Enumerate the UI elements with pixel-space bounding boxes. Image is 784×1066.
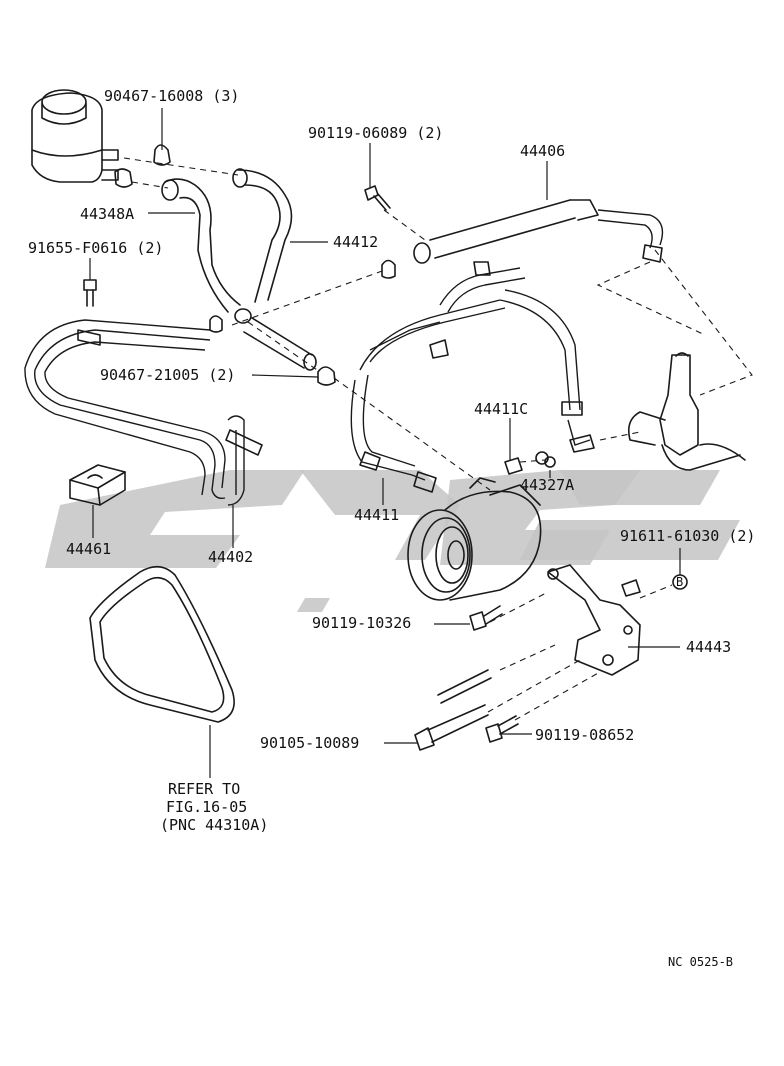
bolt-90119-08652 [485,715,519,743]
label-91655-F0616: 91655-F0616 (2) [28,239,163,257]
label-44348A: 44348A [80,205,134,223]
reference-marker-b: B [676,575,683,589]
pad-44461 [69,464,126,506]
label-90467-21005: 90467-21005 (2) [100,366,235,384]
union-44411C [504,457,523,475]
bolt-90119-06089 [364,185,391,211]
hose-short-lower [243,317,317,371]
drive-belt [89,565,235,723]
steering-gear-housing [627,352,746,471]
reference-marker-circle [672,574,688,590]
hose-clamp-90467-16008 [114,144,171,188]
refer-note-line3: (PNC 44310A) [160,816,268,834]
gasket-44327A [535,451,556,468]
refer-note-line2: FIG.16-05 [166,798,247,816]
label-90105-10089: 90105-10089 [260,734,359,752]
label-44327A: 44327A [520,476,574,494]
bolt-91655-F0616 [83,279,97,307]
power-steering-pump [407,477,542,601]
refer-note-line1: REFER TO [168,780,240,798]
label-44412: 44412 [333,233,378,251]
bolt-90119-10326 [469,605,503,631]
watermark-logo [45,470,740,612]
pump-bracket-44443 [547,564,641,676]
label-44411C: 44411C [474,400,528,418]
label-44402: 44402 [208,548,253,566]
label-91611-61030: 91611-61030 (2) [620,527,755,545]
reservoir-tank [31,89,119,183]
label-90119-08652: 90119-08652 [535,726,634,744]
label-90119-10326: 90119-10326 [312,614,411,632]
label-90467-16008: 90467-16008 (3) [104,87,239,105]
hose-44412 [232,168,293,324]
pressure-hose-44406 [413,199,664,264]
figure-code: NC 0525-B [668,955,733,969]
hose-44348A [161,178,241,313]
label-44461: 44461 [66,540,111,558]
label-44406: 44406 [520,142,565,160]
stud-bolt [437,669,492,704]
label-90119-06089: 90119-06089 (2) [308,124,443,142]
leader-lines [89,108,681,778]
label-44411: 44411 [354,506,399,524]
alignment-lines [123,157,753,721]
cooler-pipe-44402 [24,319,263,506]
bolt-90105-10089 [414,704,489,751]
pressure-pipe-44411 [350,261,595,493]
hose-clamp-90467-21005 [209,259,396,386]
label-44443: 44443 [686,638,731,656]
